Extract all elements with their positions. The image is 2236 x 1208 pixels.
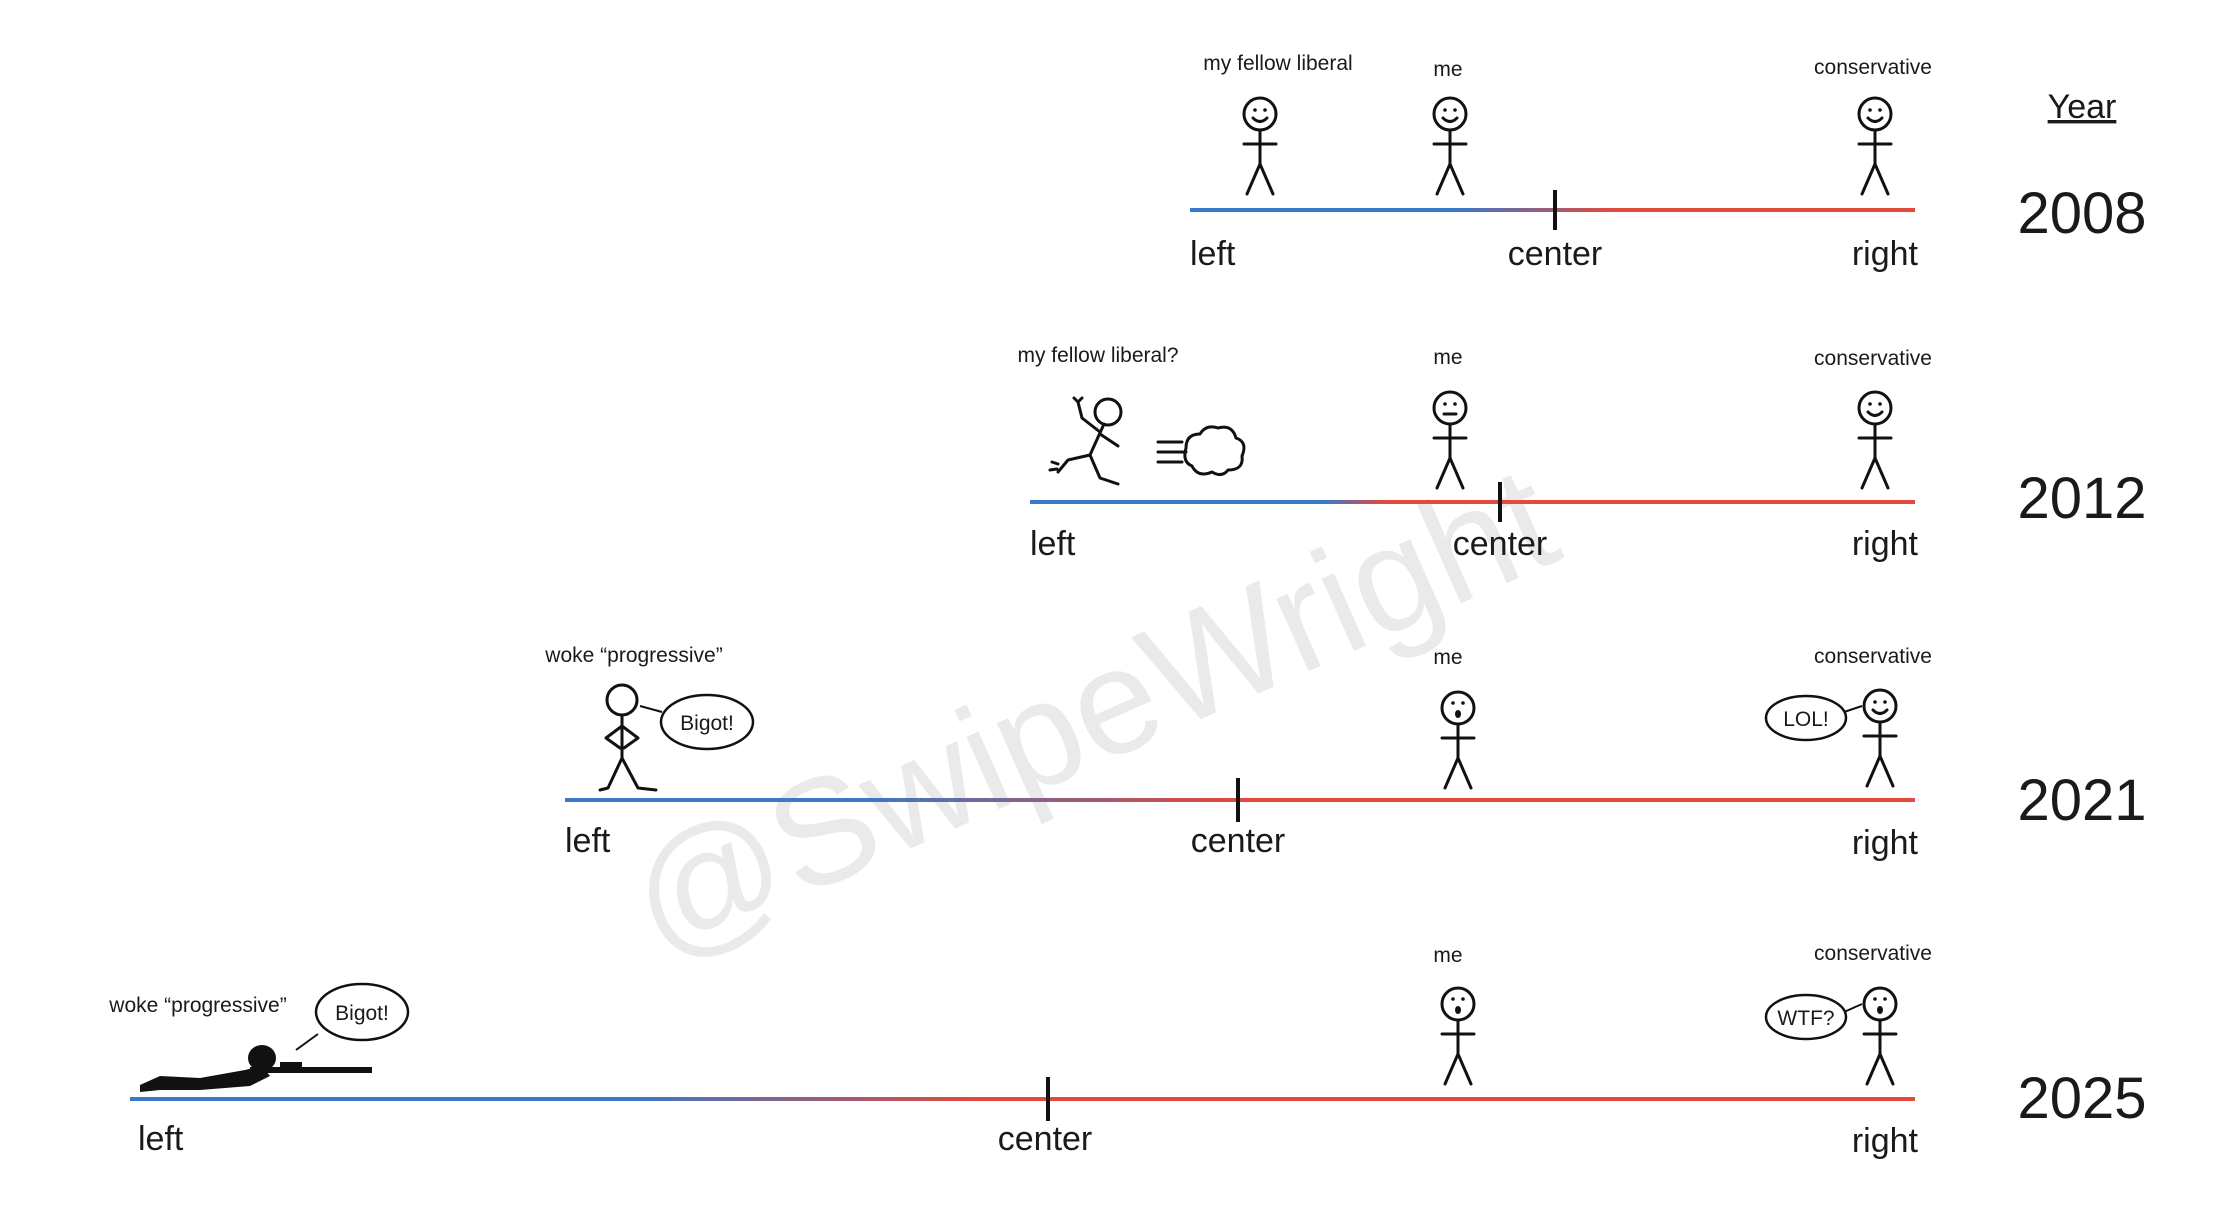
row-2012: left center right 2012 my fellow liberal… <box>1017 344 2146 563</box>
axis-left-label: left <box>138 1120 184 1158</box>
bubble-right-text: WTF? <box>1777 1007 1834 1030</box>
figure-right-label: conservative <box>1814 347 1932 370</box>
me-stick-figure <box>1432 390 1468 490</box>
me-stick-figure <box>1440 986 1476 1086</box>
axis-right-label: right <box>1852 1122 1919 1160</box>
running-liberal-figure <box>1048 396 1246 486</box>
axis-left-label: left <box>1030 525 1076 563</box>
speech-bubble-left: Bigot! <box>639 693 755 751</box>
axis-right-label: right <box>1852 525 1919 563</box>
axis-right-label: right <box>1852 235 1919 273</box>
axis-center-label: center <box>1508 235 1603 273</box>
bubble-left-text: Bigot! <box>680 712 734 735</box>
figure-me-label: me <box>1433 58 1462 81</box>
figure-left-label: woke “progressive” <box>544 644 722 667</box>
year-label: 2025 <box>2017 1066 2146 1131</box>
row-2008: left center right 2008 my fellow liberal… <box>1190 52 2147 273</box>
axis-left-label: left <box>565 822 611 860</box>
figure-me-label: me <box>1433 346 1462 369</box>
figure-me-label: me <box>1433 646 1462 669</box>
figure-right-label: conservative <box>1814 56 1932 79</box>
axis-center-label: center <box>998 1120 1093 1158</box>
row-2021: left center right 2021 woke “progressive… <box>544 644 2146 862</box>
year-label: 2021 <box>2017 768 2146 833</box>
progressive-stick-figure <box>598 683 658 792</box>
prone-shooter-figure <box>140 1045 372 1092</box>
figure-left-label: my fellow liberal? <box>1017 344 1178 367</box>
watermark: @SwipeWright <box>605 432 1579 989</box>
figure-right-label: conservative <box>1814 645 1932 668</box>
axis-center-label: center <box>1453 525 1548 563</box>
figure-left-label: woke “progressive” <box>108 994 286 1017</box>
figure-left-label: my fellow liberal <box>1203 52 1352 75</box>
axis-center-label: center <box>1191 822 1286 860</box>
me-stick-figure <box>1432 96 1468 196</box>
me-stick-figure <box>1440 690 1476 790</box>
conservative-stick-figure <box>1862 986 1898 1086</box>
axis-left-label: left <box>1190 235 1236 273</box>
speech-bubble-left: Bigot! <box>295 982 410 1051</box>
conservative-stick-figure <box>1857 390 1893 490</box>
figure-me-label: me <box>1433 944 1462 967</box>
speech-bubble-right: LOL! <box>1764 694 1863 742</box>
row-2025: left center right 2025 woke “progressive… <box>108 942 2146 1160</box>
liberal-stick-figure <box>1242 96 1278 196</box>
year-label: 2012 <box>2017 466 2146 531</box>
figure-right-label: conservative <box>1814 942 1932 965</box>
axis-right-label: right <box>1852 824 1919 862</box>
conservative-stick-figure <box>1862 688 1898 788</box>
year-label: 2008 <box>2017 181 2146 246</box>
bubble-right-text: LOL! <box>1783 708 1829 731</box>
year-header: Year <box>2048 88 2117 126</box>
conservative-stick-figure <box>1857 96 1893 196</box>
bubble-left-text: Bigot! <box>335 1002 389 1025</box>
speech-bubble-right: WTF? <box>1764 993 1863 1041</box>
